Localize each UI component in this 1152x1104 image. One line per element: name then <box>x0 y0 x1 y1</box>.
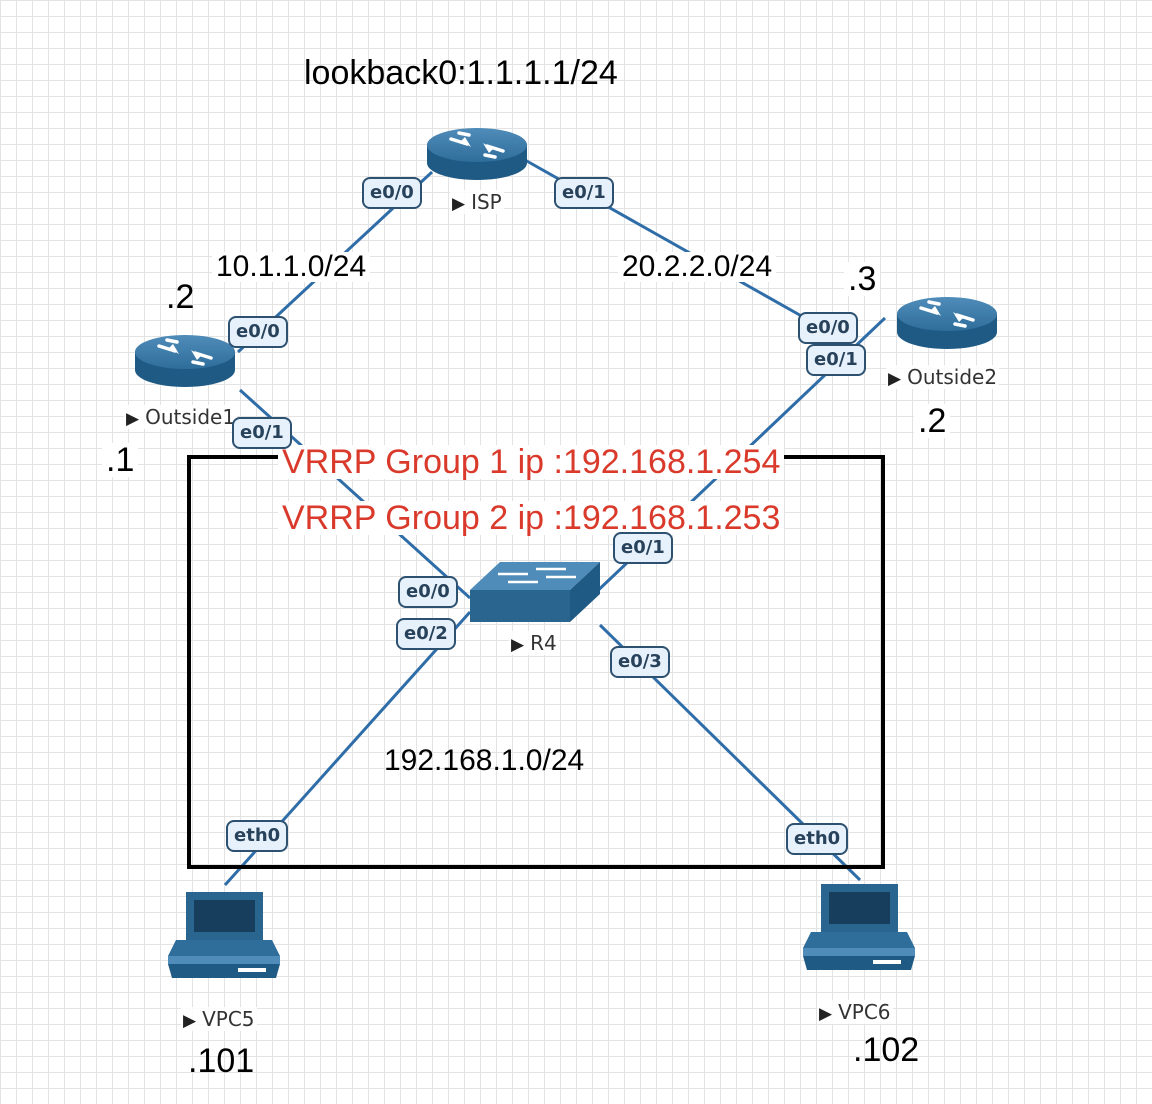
node-label-r4[interactable]: ▶R4 <box>509 631 559 655</box>
vpc5-ip-label: .101 <box>188 1042 255 1080</box>
port-badge-vpc6-eth0[interactable]: eth0 <box>786 823 849 855</box>
port-badge-r4-e0-0[interactable]: e0/0 <box>398 576 458 608</box>
play-icon: ▶ <box>126 409 140 429</box>
node-label-isp[interactable]: ▶ISP <box>450 190 504 214</box>
port-badge-vpc5-eth0[interactable]: eth0 <box>226 820 289 852</box>
outside2-wan-ip-label: .3 <box>844 262 881 296</box>
vpc6-ip-label: .102 <box>853 1031 920 1069</box>
router-icon[interactable] <box>135 335 235 387</box>
node-label-vpc5[interactable]: ▶VPC5 <box>181 1007 257 1031</box>
computer-icon[interactable] <box>803 884 915 970</box>
port-badge-isp-e0-1[interactable]: e0/1 <box>554 177 614 209</box>
port-badge-r4-e0-3[interactable]: e0/3 <box>610 646 670 678</box>
node-label-outside2[interactable]: ▶Outside2 <box>886 365 1000 389</box>
outside1-lan-ip-label: .1 <box>102 443 139 477</box>
outside2-lan-ip-label: .2 <box>914 404 951 438</box>
vrrp-group2-label: VRRP Group 2 ip :192.168.1.253 <box>278 501 785 535</box>
switch-icon[interactable] <box>470 562 600 622</box>
port-badge-outside2-e0-1[interactable]: e0/1 <box>806 344 866 376</box>
play-icon: ▶ <box>819 1004 833 1024</box>
port-badge-outside1-e0-1[interactable]: e0/1 <box>232 417 292 449</box>
port-badge-r4-e0-1[interactable]: e0/1 <box>613 532 673 564</box>
router-icon[interactable] <box>897 297 997 349</box>
node-label-outside1[interactable]: ▶Outside1 <box>124 405 238 429</box>
port-badge-outside2-e0-0[interactable]: e0/0 <box>798 312 858 344</box>
play-icon: ▶ <box>511 635 525 655</box>
play-icon: ▶ <box>888 369 902 389</box>
play-icon: ▶ <box>452 194 466 214</box>
network-label-right-wan: 20.2.2.0/24 <box>618 252 777 282</box>
play-icon: ▶ <box>183 1011 197 1031</box>
loopback-label: lookback0:1.1.1.1/24 <box>304 54 618 92</box>
router-icon[interactable] <box>427 128 527 180</box>
port-badge-r4-e0-2[interactable]: e0/2 <box>396 618 456 650</box>
port-badge-outside1-e0-0[interactable]: e0/0 <box>228 316 288 348</box>
node-label-vpc6[interactable]: ▶VPC6 <box>817 1000 893 1024</box>
port-badge-isp-e0-0[interactable]: e0/0 <box>362 177 422 209</box>
vrrp-group1-label: VRRP Group 1 ip :192.168.1.254 <box>278 445 785 479</box>
network-label-left-wan: 10.1.1.0/24 <box>212 252 371 282</box>
outside1-wan-ip-label: .2 <box>166 278 195 316</box>
network-label-lan: 192.168.1.0/24 <box>384 744 585 777</box>
computer-icon[interactable] <box>168 892 280 978</box>
